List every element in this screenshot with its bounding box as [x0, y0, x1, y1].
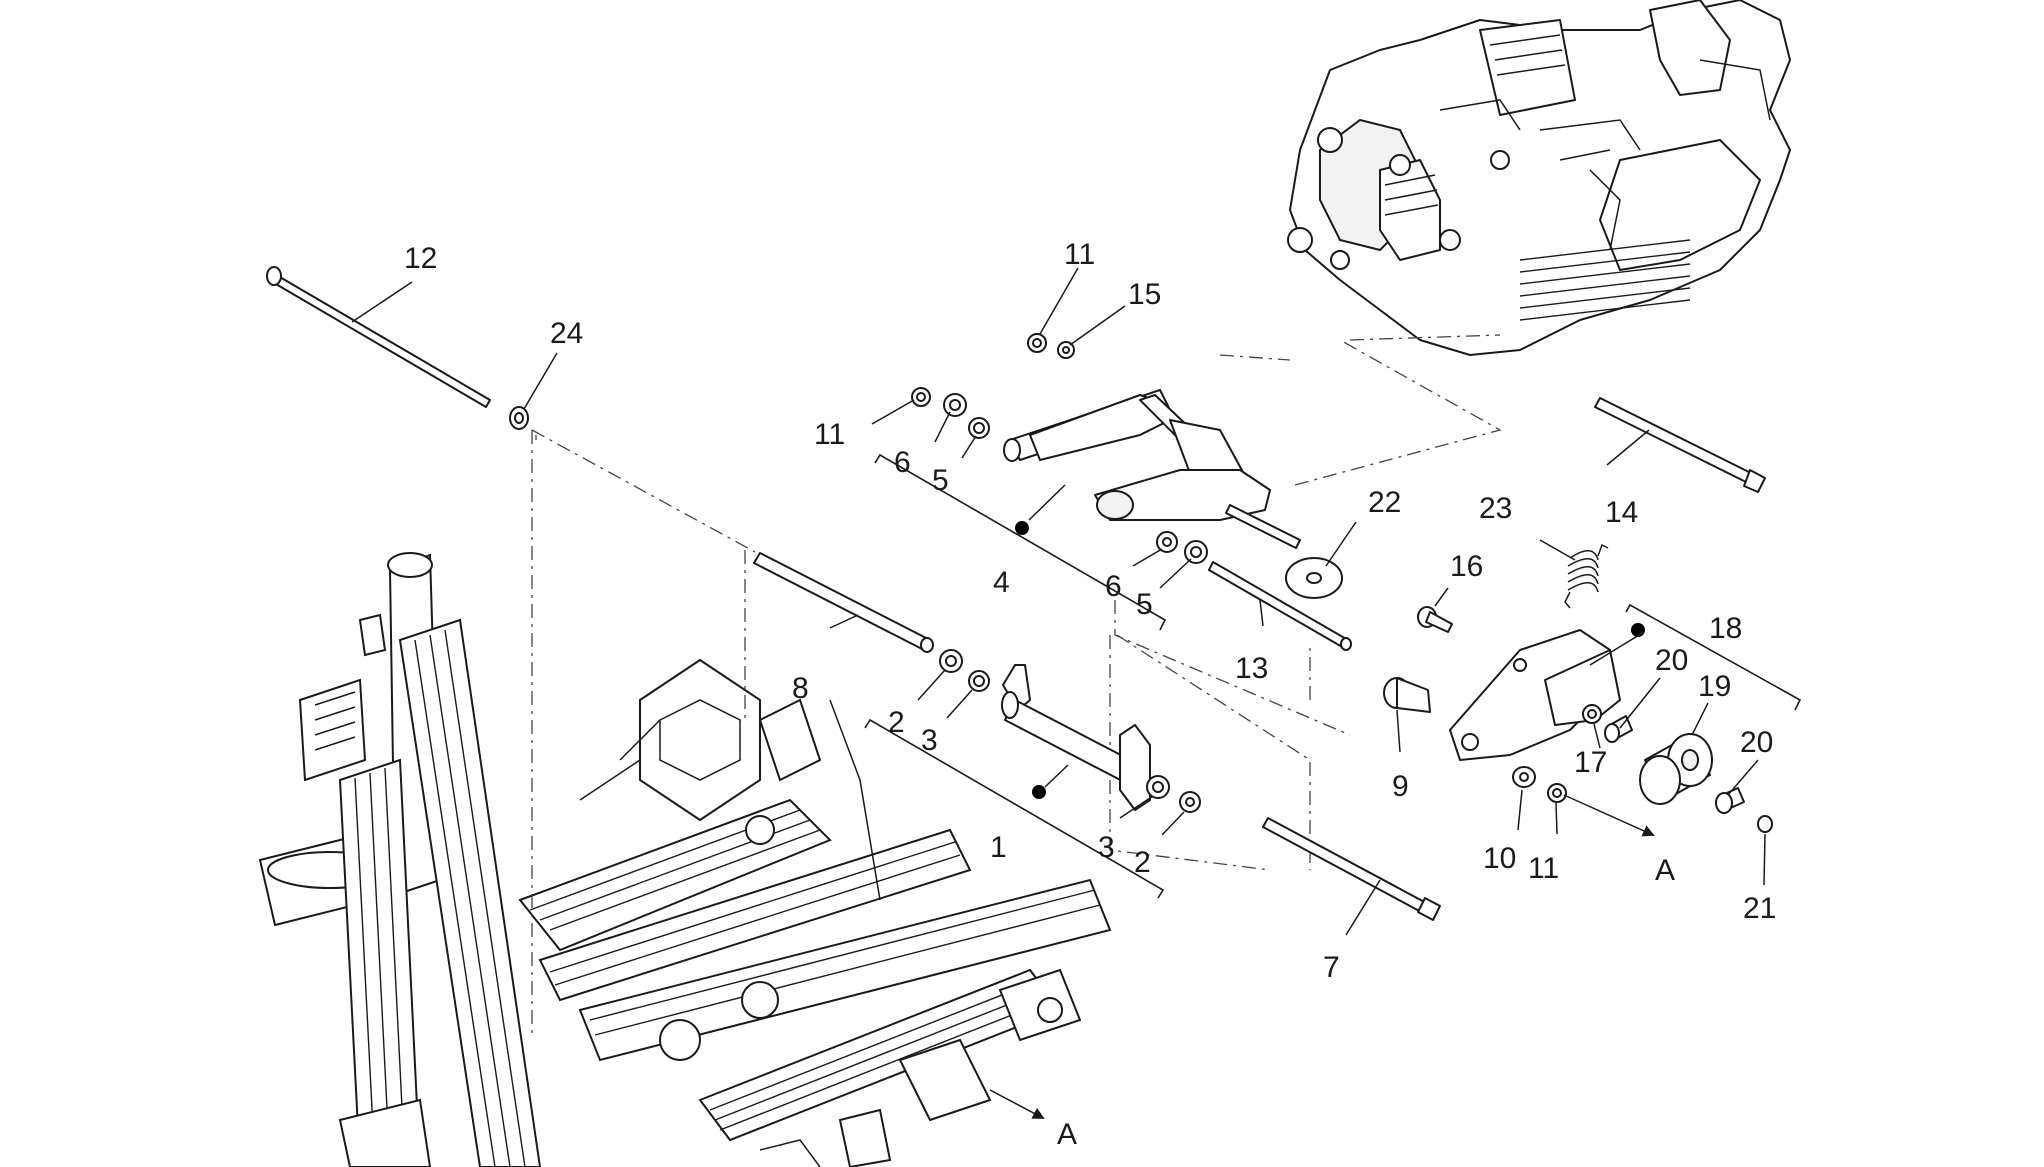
part-22-washer — [1285, 557, 1343, 599]
callout-5-lower: 5 — [1136, 588, 1153, 621]
frame-assembly — [258, 552, 1112, 1167]
callout-19: 19 — [1698, 670, 1731, 703]
part-19-roller — [1639, 733, 1713, 805]
part-24-spacer — [509, 406, 529, 430]
part-7-long-bolt — [1262, 817, 1441, 921]
callout-14: 14 — [1605, 496, 1638, 529]
callout-3-left: 3 — [921, 724, 938, 757]
group-bracket-1 — [864, 718, 1165, 899]
arrow-a-bottom — [989, 1089, 1045, 1119]
part-11-nut-bottom — [1547, 783, 1567, 803]
stand-bracket — [1449, 629, 1621, 761]
callout-3-right: 3 — [1098, 831, 1115, 864]
callout-24: 24 — [550, 317, 583, 350]
callout-16: 16 — [1450, 550, 1483, 583]
part-14-long-bolt — [1594, 397, 1766, 493]
callout-21: 21 — [1743, 892, 1776, 925]
group-bracket-4 — [874, 453, 1167, 631]
part-5-bush-lower — [1184, 540, 1208, 564]
callout-17: 17 — [1574, 746, 1607, 779]
part-2-washer-right — [1179, 791, 1201, 813]
part-11-nut-top — [1027, 333, 1047, 353]
callout-11-top: 11 — [1064, 238, 1095, 271]
callout-5-upper: 5 — [932, 464, 949, 497]
callout-18: 18 — [1709, 612, 1742, 645]
arrow-a-right-label: A — [1655, 854, 1675, 887]
part-2-washer-left — [939, 649, 963, 673]
part-21-circlip — [1757, 815, 1773, 833]
callout-13: 13 — [1235, 652, 1268, 685]
part-3-bush-left — [968, 670, 990, 692]
lube-dot-lower — [1032, 785, 1046, 799]
callout-22: 22 — [1368, 486, 1401, 519]
callout-10: 10 — [1483, 842, 1516, 875]
callout-1: 1 — [990, 831, 1007, 864]
callout-11-left: 11 — [814, 418, 845, 451]
part-4-swing-link — [1003, 389, 1301, 549]
part-17-nut — [1582, 704, 1602, 724]
callout-20-right: 20 — [1740, 726, 1773, 759]
part-9-bolt — [1383, 677, 1431, 713]
callout-4: 4 — [993, 566, 1010, 599]
part-16-screw — [1417, 606, 1453, 633]
callout-15: 15 — [1128, 278, 1161, 311]
arrow-a-right — [1563, 794, 1655, 837]
part-5-bush-upper — [968, 417, 990, 439]
arrow-a-bottom-label: A — [1057, 1118, 1077, 1151]
part-10-washer — [1512, 766, 1536, 788]
callout-23: 23 — [1479, 492, 1512, 525]
part-12-long-bolt — [266, 266, 491, 408]
callout-6-upper: 6 — [894, 446, 911, 479]
alignment-lines — [531, 334, 1502, 1035]
callout-12: 12 — [404, 242, 437, 275]
callout-labels: 12 24 11 15 11 6 5 4 6 5 22 13 14 23 16 … — [404, 238, 1776, 1151]
part-11-nut-left — [911, 387, 931, 407]
callout-20-left: 20 — [1655, 644, 1688, 677]
callout-6-lower: 6 — [1105, 570, 1122, 603]
part-23-spring — [1564, 543, 1609, 609]
lube-dot-upper — [1015, 521, 1029, 535]
part-20-bush-right — [1715, 787, 1745, 814]
callout-7: 7 — [1323, 951, 1340, 984]
part-6-bush-lower — [1156, 531, 1178, 553]
group-bracket-18 — [1625, 603, 1802, 711]
part-6-bush-upper — [943, 393, 967, 417]
callout-2-right: 2 — [1134, 846, 1151, 879]
callout-9: 9 — [1392, 770, 1409, 803]
callout-11-bottom: 11 — [1528, 852, 1559, 885]
part-8-tube — [753, 552, 934, 653]
part-15-washer — [1057, 341, 1075, 359]
callout-2-left: 2 — [888, 706, 905, 739]
part-13-pin — [1208, 561, 1352, 651]
leader-lines — [351, 267, 1766, 936]
part-1-lower-link — [1001, 664, 1151, 811]
part-20-bush-left — [1604, 715, 1633, 743]
callout-8: 8 — [792, 672, 809, 705]
engine-assembly — [1287, 0, 1791, 356]
part-3-bush-right — [1146, 775, 1170, 799]
